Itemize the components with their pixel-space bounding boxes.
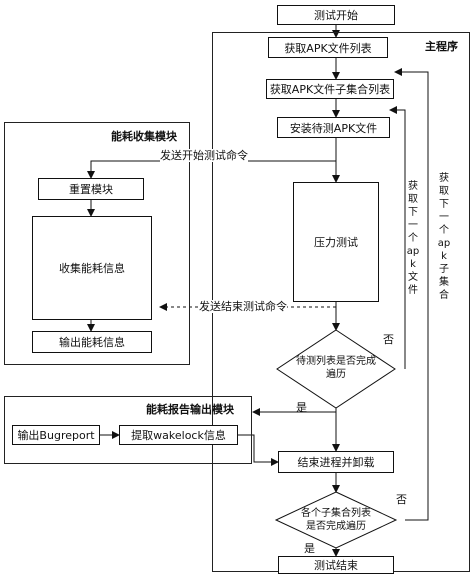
step-get-apk-list: 获取APK文件列表 bbox=[268, 37, 388, 58]
report-output-frame bbox=[4, 396, 252, 464]
step-get-wakelock: 提取wakelock信息 bbox=[119, 425, 238, 445]
label-yes-1: 是 bbox=[296, 401, 307, 414]
decision-list-done: 待测列表是否完成 遍历 bbox=[279, 355, 393, 381]
label-send-end-cmd: 发送结束测试命令 bbox=[199, 300, 287, 313]
label-next-subset: 获取下一个apk子集合 bbox=[437, 172, 451, 302]
step-test-end: 测试结束 bbox=[278, 556, 394, 574]
step-output-energy: 输出能耗信息 bbox=[32, 331, 152, 353]
decision-sublists-done-shape bbox=[274, 491, 398, 549]
step-stress-test: 压力测试 bbox=[293, 182, 379, 302]
loop-next-subset bbox=[394, 68, 429, 521]
label-no-1: 否 bbox=[383, 333, 394, 346]
step-test-start: 测试开始 bbox=[277, 5, 395, 25]
label-yes-2: 是 bbox=[304, 542, 315, 555]
energy-collect-title: 能耗收集模块 bbox=[111, 130, 177, 143]
step-reset-module: 重置模块 bbox=[38, 178, 144, 200]
arrow-send-start bbox=[87, 160, 336, 179]
label-next-apk: 获取下一个apk文件 bbox=[406, 180, 420, 297]
report-output-title: 能耗报告输出模块 bbox=[146, 403, 234, 416]
step-install-apk: 安装待测APK文件 bbox=[277, 117, 390, 138]
energy-collect-frame bbox=[4, 122, 190, 365]
loop-next-apk bbox=[389, 106, 406, 369]
label-no-2: 否 bbox=[396, 493, 407, 506]
decision-list-done-line1: 待测列表是否完成 bbox=[296, 356, 376, 367]
step-output-bugreport: 输出Bugreport bbox=[12, 425, 100, 445]
step-end-uninstall: 结束进程并卸载 bbox=[278, 451, 394, 473]
decision-list-done-line2: 遍历 bbox=[326, 369, 346, 380]
decision-list-done-shape bbox=[276, 329, 396, 409]
step-get-apk-sublists: 获取APK文件子集合列表 bbox=[266, 79, 394, 99]
label-send-start-cmd: 发送开始测试命令 bbox=[160, 149, 248, 162]
arrow-wakelock-to-uninstall bbox=[238, 434, 279, 466]
decision-sublists-done-line2: 是否完成遍历 bbox=[306, 521, 366, 532]
decision-sublists-done-line1: 各个子集合列表 bbox=[301, 508, 371, 519]
decision-sublists-done: 各个子集合列表 是否完成遍历 bbox=[279, 507, 393, 533]
step-collect-energy: 收集能耗信息 bbox=[32, 216, 152, 320]
main-program-title: 主程序 bbox=[425, 40, 458, 53]
